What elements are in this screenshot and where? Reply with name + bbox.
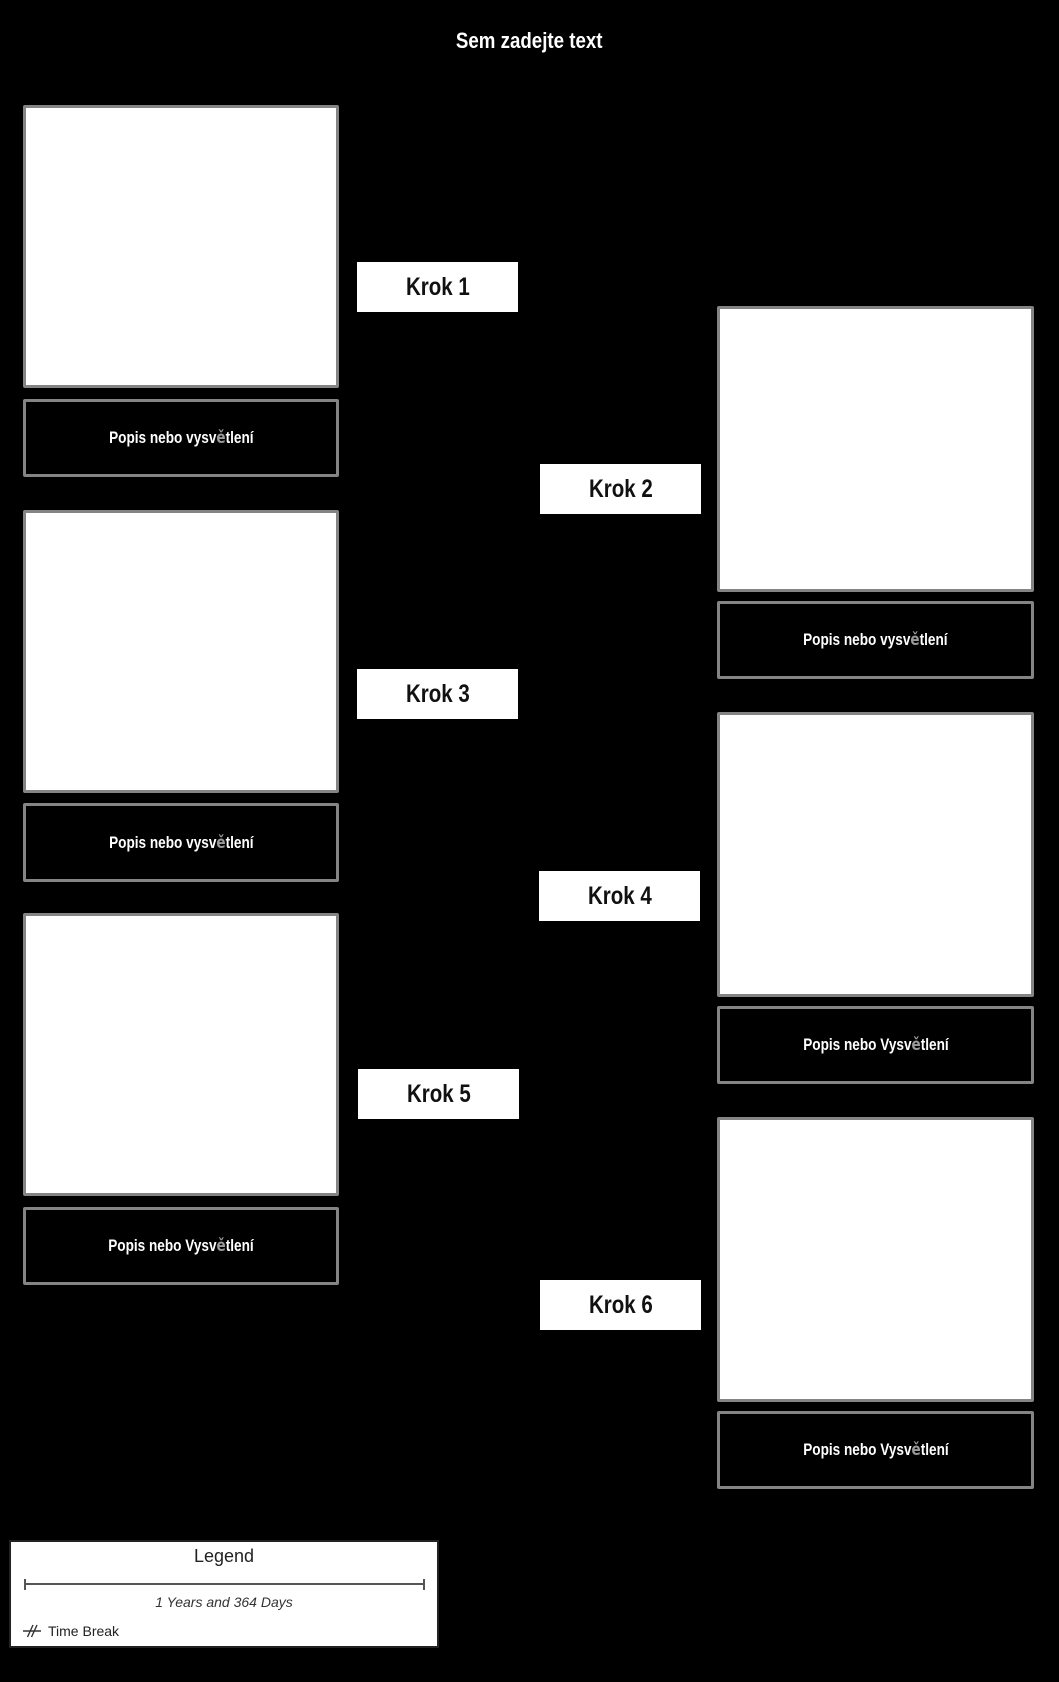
step-5-caption-box[interactable]: Popis nebo Vysvětlení [23, 1207, 339, 1285]
step-3-caption-box[interactable]: Popis nebo vysvětlení [23, 803, 339, 882]
step-3-label[interactable]: Krok 3 [357, 669, 518, 719]
caption-text-part: Popis nebo Vysv [802, 1035, 912, 1054]
page-title[interactable]: Sem zadejte text [0, 28, 1059, 54]
step-6-caption-text: Popis nebo Vysvětlení [803, 1440, 949, 1460]
step-5-label[interactable]: Krok 5 [358, 1069, 519, 1119]
caption-text-part: Popis nebo vysv [108, 832, 217, 852]
step-4-image-placeholder[interactable] [717, 712, 1034, 997]
page-title-text: Sem zadejte text [456, 28, 603, 53]
caption-text-part: tlení [225, 832, 254, 852]
step-4-label-text: Krok 4 [587, 881, 652, 910]
caption-text-part: tlení [225, 1236, 254, 1255]
step-5-label-text: Krok 5 [406, 1079, 471, 1108]
legend-title: Legend [193, 1546, 255, 1566]
timeline-duration-label: 1 Years and 364 Days [155, 1594, 293, 1610]
caption-caron-char: ě [216, 832, 226, 853]
step-5-caption-text: Popis nebo Vysvětlení [108, 1236, 254, 1256]
step-2-caption-box[interactable]: Popis nebo vysvětlení [717, 601, 1034, 679]
step-4-label[interactable]: Krok 4 [539, 871, 700, 921]
step-3-image-placeholder[interactable] [23, 510, 339, 793]
step-2-image-placeholder[interactable] [717, 306, 1034, 592]
caption-caron-char: ě [216, 428, 226, 448]
step-4-caption-text: Popis nebo Vysvětlení [803, 1035, 949, 1055]
time-break-label: Time Break [48, 1623, 120, 1639]
step-3-caption-text: Popis nebo vysvětlení [109, 833, 254, 853]
caption-text-part: tlení [919, 630, 948, 649]
caption-caron-char: ě [216, 1236, 226, 1256]
step-6-caption-box[interactable]: Popis nebo Vysvětlení [717, 1411, 1034, 1489]
caption-text-part: tlení [225, 428, 254, 447]
caption-caron-char: ě [911, 1440, 921, 1460]
time-break-icon [23, 1624, 41, 1638]
step-1-label[interactable]: Krok 1 [357, 262, 518, 312]
step-5-image-placeholder[interactable] [23, 913, 339, 1196]
step-4-caption-box[interactable]: Popis nebo Vysvětlení [717, 1006, 1034, 1084]
caption-text-part: Popis nebo vysv [803, 630, 911, 649]
step-6-label-text: Krok 6 [588, 1290, 653, 1319]
caption-text-part: tlení [920, 1440, 949, 1459]
caption-text-part: Popis nebo vysv [108, 428, 217, 447]
step-6-image-placeholder[interactable] [717, 1117, 1034, 1402]
step-1-caption-box[interactable]: Popis nebo vysvětlení [23, 399, 339, 477]
step-1-image-placeholder[interactable] [23, 105, 339, 388]
timeline-span-indicator [24, 1579, 425, 1590]
step-1-caption-text: Popis nebo vysvětlení [109, 428, 254, 448]
step-1-label-text: Krok 1 [405, 272, 470, 301]
caption-caron-char: ě [910, 630, 920, 650]
step-6-label[interactable]: Krok 6 [540, 1280, 701, 1330]
time-break-row: Time Break [23, 1623, 119, 1639]
caption-caron-char: ě [911, 1035, 921, 1055]
step-2-caption-text: Popis nebo vysvětlení [803, 630, 948, 650]
caption-text-part: Popis nebo Vysv [108, 1236, 217, 1255]
step-2-label[interactable]: Krok 2 [540, 464, 701, 514]
step-3-label-text: Krok 3 [405, 679, 470, 708]
timeline-line [26, 1583, 423, 1585]
caption-text-part: Popis nebo Vysv [802, 1440, 912, 1459]
step-2-label-text: Krok 2 [588, 474, 653, 503]
legend-panel: Legend 1 Years and 364 Days Time Break [9, 1540, 439, 1648]
caption-text-part: tlení [920, 1035, 949, 1054]
